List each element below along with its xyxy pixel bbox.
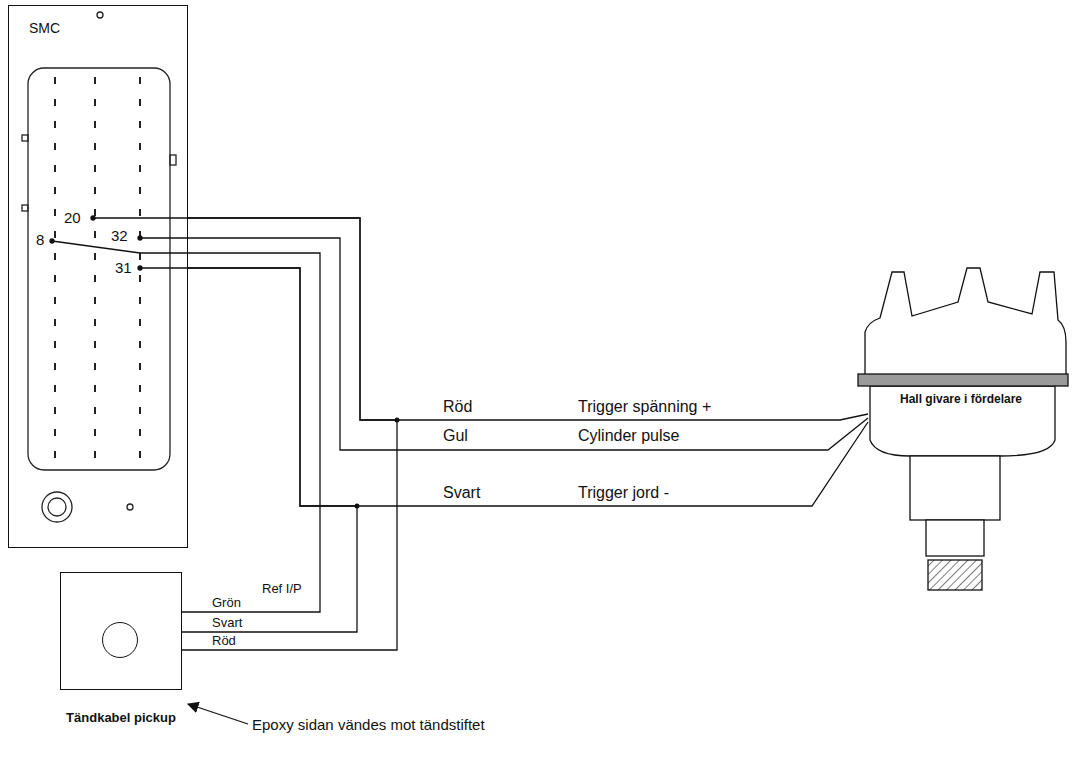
- pin-dot: [54, 187, 56, 194]
- pin-number: 32: [111, 227, 128, 244]
- pin-dot: [54, 209, 56, 216]
- pin-dot: [139, 99, 141, 106]
- pin-dot: [54, 451, 56, 458]
- pin-dot: [54, 253, 56, 260]
- pin-dot: [94, 297, 96, 304]
- pin-dot: [94, 231, 96, 238]
- pin-dot: [139, 429, 141, 436]
- pin-dot: [94, 275, 96, 282]
- pin-dot: [94, 165, 96, 172]
- wire: [188, 218, 868, 420]
- pin-dot: [54, 165, 56, 172]
- node-label: Tändkabel pickup: [60, 710, 182, 726]
- pickup-housing: [60, 572, 182, 690]
- node-label: SMC: [29, 20, 187, 37]
- wire-color: Röd: [212, 634, 236, 649]
- pin-number: 20: [64, 209, 81, 226]
- pin-dot: [54, 407, 56, 414]
- pin-dot: [139, 407, 141, 414]
- pickup-ring: [102, 622, 138, 658]
- pin-dot: [139, 165, 141, 172]
- pin-dot: [94, 429, 96, 436]
- pin-dot: [94, 187, 96, 194]
- pin-dot: [139, 121, 141, 128]
- pin-number: 31: [115, 259, 132, 276]
- signal-name: Ref I/P: [262, 582, 302, 597]
- pin-dot: [94, 451, 96, 458]
- pin-dot: [54, 143, 56, 150]
- note: Epoxy sidan vändes mot tändstiftet: [252, 716, 485, 733]
- pin-dot: [139, 187, 141, 194]
- wire: [188, 268, 868, 506]
- pin-dot: [54, 319, 56, 326]
- pin-dot: [54, 231, 56, 238]
- pin-dot: [94, 385, 96, 392]
- signal-name: Trigger jord -: [578, 484, 669, 502]
- wire-junction: [355, 418, 400, 509]
- pin-dot: [54, 121, 56, 128]
- pin-dot: [54, 275, 56, 282]
- wire-color: Grön: [212, 596, 241, 611]
- pin-dot: [94, 253, 96, 260]
- pin-dot: [139, 297, 141, 304]
- pin-dot: [139, 319, 141, 326]
- wire-color: Röd: [443, 398, 472, 416]
- signal-name: Cylinder pulse: [578, 427, 679, 445]
- pin-dot: [94, 143, 96, 150]
- signal-name: Trigger spänning +: [578, 398, 711, 416]
- pin-dot: [139, 209, 141, 216]
- wire-color: Svart: [212, 616, 242, 631]
- pin-dot: [94, 99, 96, 106]
- pin-dot: [54, 297, 56, 304]
- wire: [182, 268, 357, 632]
- wire: [182, 253, 320, 612]
- pin-dot: [94, 319, 96, 326]
- pin-dot: [54, 363, 56, 370]
- pin-dot: [94, 407, 96, 414]
- pin-dot: [54, 429, 56, 436]
- ecu-box: SMC: [8, 5, 188, 548]
- pickup-box: Tändkabel pickup: [60, 572, 182, 730]
- pin-dot: [139, 275, 141, 282]
- pin-dot: [139, 451, 141, 458]
- pin-dot: [94, 363, 96, 370]
- pin-dot: [54, 77, 56, 84]
- wire-color: Gul: [443, 427, 468, 445]
- pin-row: [54, 77, 141, 458]
- pin-dot: [94, 77, 96, 84]
- pin-dot: [139, 253, 141, 260]
- pin-dot: [54, 99, 56, 106]
- wire-color: Svart: [443, 484, 480, 502]
- leader-line: [188, 704, 248, 724]
- hall-sensor: Hall givare i fördelare: [868, 388, 1054, 436]
- connector-housing: [22, 12, 176, 522]
- pin-dot: [139, 143, 141, 150]
- pin-dot: [139, 363, 141, 370]
- pin-dot: [139, 385, 141, 392]
- distributor: [858, 268, 1068, 590]
- pin-dot: [94, 341, 96, 348]
- pin-dot: [139, 77, 141, 84]
- pin-dot: [94, 121, 96, 128]
- wire: [188, 238, 868, 450]
- node-label: Hall givare i fördelare: [874, 392, 1048, 406]
- wire: [182, 218, 397, 650]
- pin-dot: [54, 385, 56, 392]
- pin-dot: [54, 341, 56, 348]
- pin-dot: [139, 341, 141, 348]
- pin-number: 8: [36, 231, 44, 248]
- pin-dot: [94, 209, 96, 216]
